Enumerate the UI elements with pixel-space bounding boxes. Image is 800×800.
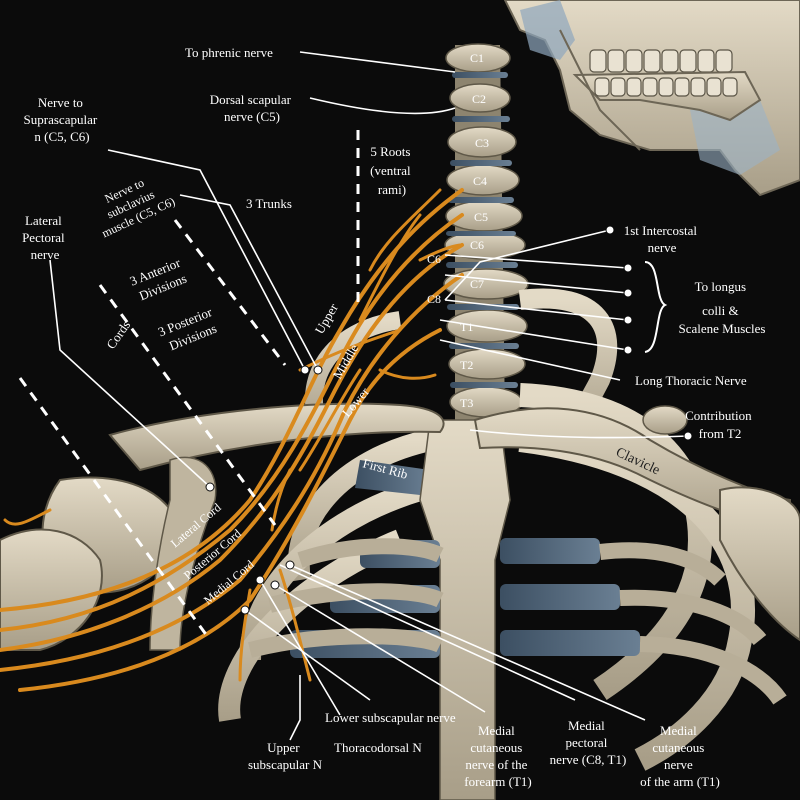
- brachial-plexus-nerves: [0, 188, 464, 692]
- vertebra-label-t2: T2: [460, 358, 473, 372]
- clavicles: [108, 402, 791, 532]
- rib-cage: [218, 288, 787, 800]
- medial-cutaneous-arm-label: Medial cutaneous nerve of the arm (T1): [640, 723, 720, 789]
- cervical-thoracic-spine: [443, 43, 529, 420]
- roots-label: 5 Roots (ventral rami): [370, 144, 414, 197]
- upper-subscapular-label: Upper subscapular N: [248, 740, 323, 772]
- skull: [503, 0, 800, 197]
- scapula-humerus: [0, 456, 800, 651]
- vertebra-label-c5: C5: [474, 210, 488, 224]
- vertebra-label-c6: C6: [470, 238, 484, 252]
- vertebra-label-c7: C7: [470, 277, 484, 291]
- nerve-label-c8: C8: [427, 292, 441, 306]
- vertebra-label-c3: C3: [475, 136, 489, 150]
- lateral-pectoral-label: Lateral Pectoral nerve: [22, 213, 68, 262]
- leader-dots: [205, 225, 693, 615]
- suprascapular-label: Nerve to Suprascapular n (C5, C6): [24, 95, 101, 144]
- trunks-label: 3 Trunks: [246, 196, 292, 211]
- lower-subscapular-label: Lower subscapular nerve: [325, 710, 456, 725]
- intercostal-label: 1st Intercostal nerve: [624, 223, 701, 255]
- trunk-upper-label: Upper: [312, 300, 342, 336]
- thoracodorsal-label: Thoracodorsal N: [334, 740, 422, 755]
- vertebra-labels: C1 C2 C3 C4 C5 C6 C7 T1 T2 T3 C6 C8: [427, 51, 489, 410]
- nerve-label-c6: C6: [427, 252, 441, 266]
- upper-teeth: [589, 49, 733, 73]
- long-thoracic-label: Long Thoracic Nerve: [635, 373, 747, 388]
- contribution-label: Contribution from T2: [685, 408, 755, 441]
- medial-cutaneous-forearm-label: Medial cutaneous nerve of the forearm (T…: [464, 723, 532, 789]
- vertebra-label-t3: T3: [460, 396, 473, 410]
- longus-label: To longus colli & Scalene Muscles: [678, 279, 765, 336]
- longus-brace: [644, 261, 668, 353]
- dorsal-scapular-label: Dorsal scapular nerve (C5): [210, 92, 294, 124]
- medial-pectoral-label: Medial pectoral nerve (C8, T1): [550, 718, 627, 767]
- anterior-divisions-label: 3 Anterior Divisions: [128, 254, 192, 305]
- leader-lines: [49, 51, 689, 741]
- subclavius-label: Nerve to subclavius muscle (C5, C6): [87, 167, 177, 240]
- lower-teeth: [594, 77, 738, 97]
- vertebra-label-c1: C1: [470, 51, 484, 65]
- vertebra-label-c4: C4: [473, 174, 487, 188]
- posterior-divisions-label: 3 Posterior Divisions: [156, 303, 224, 355]
- vertebra-label-c2: C2: [472, 92, 486, 106]
- division-dashed-lines: [18, 130, 360, 641]
- vertebra-label-t1: T1: [460, 320, 473, 334]
- cords-label: Cords: [103, 318, 133, 352]
- phrenic-label: To phrenic nerve: [185, 45, 273, 60]
